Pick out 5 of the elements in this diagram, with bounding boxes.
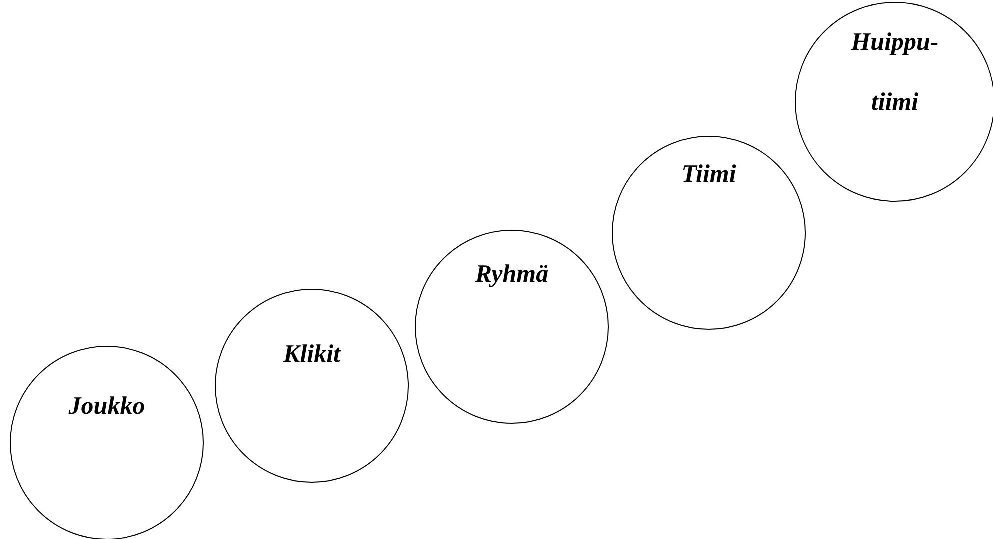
node-label: Ryhmä	[475, 260, 549, 290]
node-label: Huippu- tiimi	[850, 28, 940, 118]
node-label: Tiimi	[682, 160, 736, 190]
node-label: Klikit	[284, 340, 340, 370]
node-label: Joukko	[68, 392, 146, 422]
